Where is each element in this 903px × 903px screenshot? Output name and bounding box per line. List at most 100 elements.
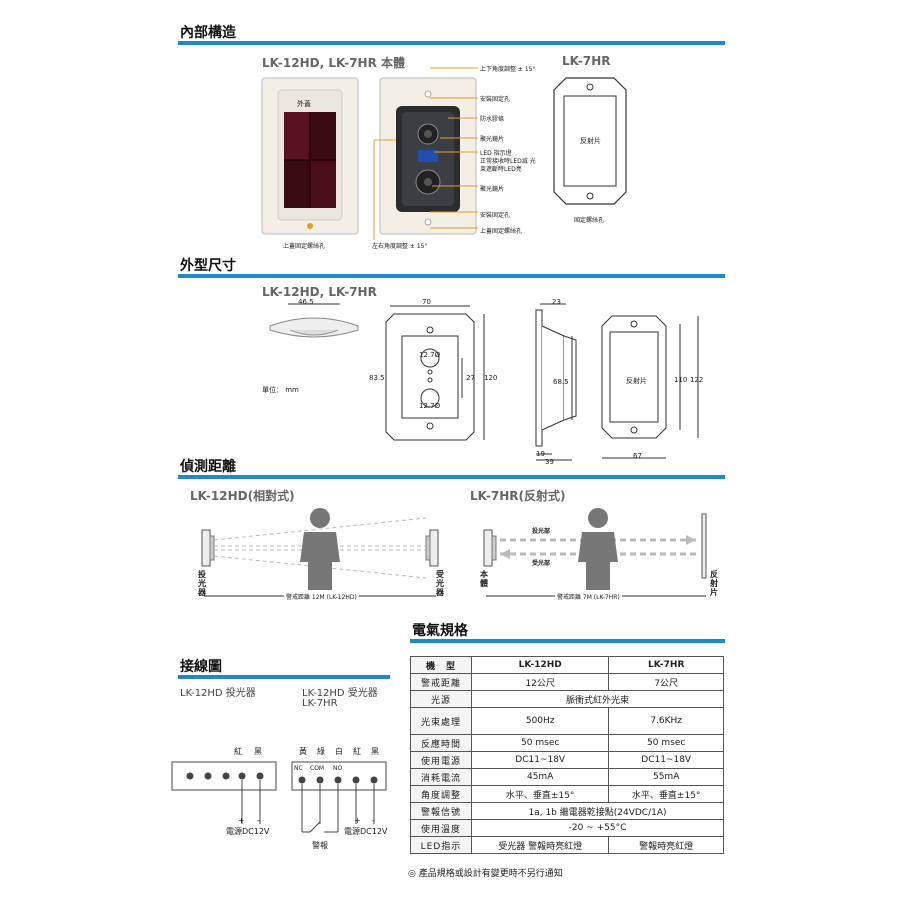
section-title-spec: 電氣規格	[412, 623, 468, 639]
internal-reflector-title: LK-7HR	[562, 54, 611, 68]
spec-row: 警報信號 1a, 1b 繼電器乾接點(24VDC/1A)	[410, 802, 724, 820]
dims-reflector-view	[601, 315, 699, 459]
dims-side-profile	[269, 303, 359, 338]
distance-recv-part: 受光部	[532, 560, 551, 567]
callout-cover-screw: 上蓋固定螺絲孔	[480, 228, 523, 235]
spec-cell: DC11~18V	[470, 751, 610, 769]
spec-key: LED指示	[410, 836, 472, 854]
dim-83-5: 83.5	[369, 374, 385, 382]
callout-mount-hole-1: 安裝固定孔	[480, 96, 511, 103]
wiring-emitter-title: LK-12HD 投光器	[180, 688, 256, 699]
section-title-wiring: 接線圖	[180, 659, 222, 675]
spec-header-cell: 機 型	[410, 656, 472, 674]
section-title-dimensions: 外型尺寸	[180, 258, 236, 274]
wire-recv-plus: +	[354, 816, 361, 825]
dim-122: 122	[690, 376, 704, 384]
spec-cell: 脈衝式紅外光束	[471, 690, 724, 708]
spec-cell: 50 msec	[608, 734, 724, 752]
spec-cell: 1a, 1b 繼電器乾接點(24VDC/1A)	[471, 802, 724, 820]
section-rule	[178, 675, 390, 679]
spec-cell: 50 msec	[470, 734, 610, 752]
wire-recv-com: COM	[310, 765, 325, 772]
callout-lens-2: 聚光鏡片	[480, 186, 505, 193]
section-title-internal: 內部構造	[180, 25, 236, 41]
section-rule	[178, 41, 725, 45]
wire-emit-power: 電源DC12V	[226, 827, 270, 836]
wire-emit-minus: -	[257, 816, 260, 825]
dim-70: 70	[422, 298, 431, 306]
wire-recv-no: NO	[333, 765, 343, 772]
dim-46-5: 46.5	[298, 298, 314, 306]
wire-recv-green: 綠	[317, 747, 325, 756]
wire-recv-alarm: 警報	[312, 841, 328, 850]
spec-row: 使用溫度 -20 ~ +55°C	[410, 819, 724, 837]
spec-cell: DC11~18V	[608, 751, 724, 769]
spec-key: 使用溫度	[410, 819, 472, 837]
dim-120: 120	[484, 374, 498, 382]
spec-cell: 500Hz	[470, 707, 610, 735]
reflector-drawing	[552, 74, 628, 214]
dim-19: 19	[536, 450, 545, 458]
callout-vertical-adjust: 上下角度調整 ± 15°	[480, 66, 536, 73]
dim-27: 27	[466, 374, 475, 382]
dims-unit: 單位： mm	[262, 386, 299, 394]
spec-key: 光束處理	[410, 707, 472, 735]
spec-row: 光束處理 500Hz 7.6KHz	[410, 707, 724, 735]
spec-row: 反應時間 50 msec 50 msec	[410, 734, 724, 752]
reflector-label: 反射片	[580, 137, 601, 145]
spec-row: 角度調整 水平、垂直±15° 水平、垂直±15°	[410, 785, 724, 803]
spec-cell: 水平、垂直±15°	[470, 785, 610, 803]
distance-right-title: LK-7HR(反射式)	[470, 489, 566, 503]
spec-key: 警報信號	[410, 802, 472, 820]
distance-left-title: LK-12HD(相對式)	[190, 489, 295, 503]
wire-recv-yellow: 黃	[299, 747, 307, 756]
spec-cell: 45mA	[470, 768, 610, 786]
distance-body: 本體	[480, 570, 488, 588]
distance-receiver: 受光器	[436, 570, 444, 597]
spec-header-cell: LK-12HD	[470, 656, 610, 674]
distance-emitter: 投光器	[198, 570, 206, 597]
spec-key: 角度調整	[410, 785, 472, 803]
spec-cell: 水平、垂直±15°	[608, 785, 724, 803]
cover-bottom-screw-label: 上蓋固定螺絲孔	[283, 243, 326, 250]
spec-key: 警戒距離	[410, 673, 472, 691]
wiring-receiver-diagram	[291, 761, 387, 833]
dim-23: 23	[552, 298, 561, 306]
callout-horizontal-adjust: 左右角度調整 ± 15°	[372, 243, 428, 250]
callout-led: LED 指示燈	[480, 150, 512, 157]
distance-left-diagram	[201, 508, 439, 597]
wire-recv-nc: NC	[294, 765, 303, 772]
spec-row: 警戒距離 12公尺 7公尺	[410, 673, 724, 691]
distance-right-caption: 警戒距離 7M (LK-7HR)	[555, 592, 622, 601]
distance-reflector: 反射片	[710, 570, 718, 597]
spec-cell: 警報時亮紅燈	[608, 836, 724, 854]
wire-recv-minus: -	[372, 816, 375, 825]
wiring-receiver-title-2: LK-7HR	[302, 698, 338, 709]
wire-emit-plus: +	[238, 816, 245, 825]
cover-unit	[260, 76, 360, 236]
callout-lens-1: 聚光鏡片	[480, 136, 505, 143]
dim-110: 110	[674, 376, 688, 384]
wire-recv-power: 電源DC12V	[344, 827, 388, 836]
spec-cell: 7公尺	[608, 673, 724, 691]
wire-emit-black: 黑	[254, 747, 262, 756]
callout-waterproof-strip: 防水膠條	[480, 116, 505, 123]
spec-row: 消耗電流 45mA 55mA	[410, 768, 724, 786]
spec-row: LED指示 受光器 警報時亮紅燈 警報時亮紅燈	[410, 836, 724, 854]
dim-reflector-label: 反射片	[626, 377, 647, 385]
section-rule	[410, 639, 725, 643]
spec-note: ◎ 產品規格或設計有變更時不另行通知	[408, 869, 563, 879]
spec-key: 反應時間	[410, 734, 472, 752]
cover-label: 外蓋	[297, 100, 311, 108]
distance-left-caption: 警戒距離 12M (LK-12HD)	[284, 592, 359, 601]
spec-header-cell: LK-7HR	[608, 656, 724, 674]
reflector-screw-label: 固定螺絲孔	[574, 217, 605, 224]
wire-recv-red: 紅	[353, 747, 361, 756]
dim-hole-1: 12.7Ø	[419, 351, 441, 359]
spec-key: 光源	[410, 690, 472, 708]
wiring-emitter-diagram	[171, 761, 277, 824]
section-rule	[178, 475, 725, 479]
dim-67: 67	[633, 452, 642, 460]
wire-recv-black: 黑	[371, 747, 379, 756]
spec-cell: -20 ~ +55°C	[471, 819, 724, 837]
